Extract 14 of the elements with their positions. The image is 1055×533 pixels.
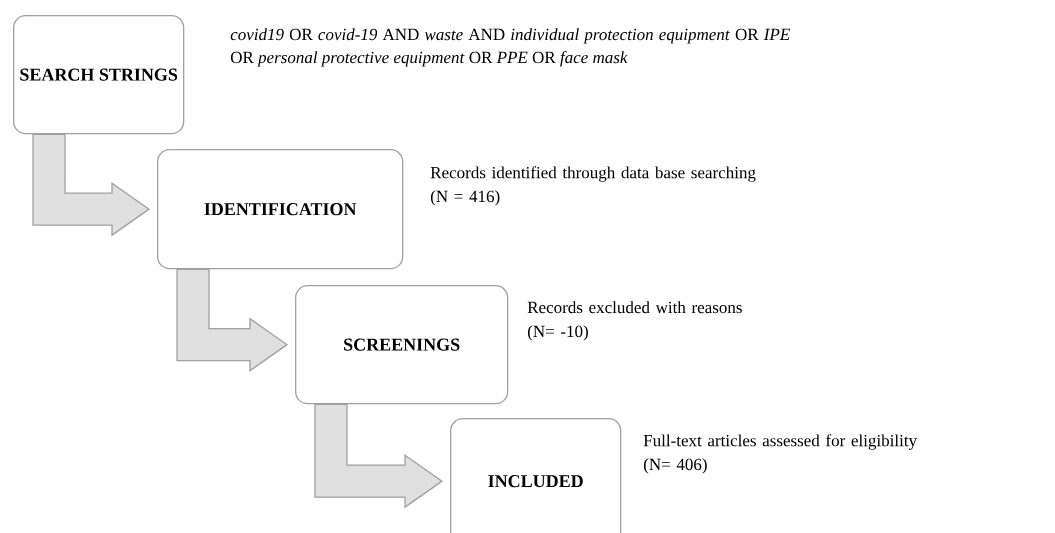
- annotation-text: Records identified through data base searching: [430, 166, 756, 182]
- annotation-text: (N = 416): [430, 190, 500, 206]
- process-box: SCREENINGS: [295, 285, 509, 405]
- annotation-text: Records excluded with reasons: [527, 301, 742, 314]
- process-box: SEARCH STRINGS: [13, 15, 185, 135]
- block-arrow: [32, 133, 151, 237]
- process-box: INCLUDED: [450, 418, 622, 533]
- annotation-text: (N= 406): [643, 458, 707, 474]
- block-arrow: [176, 268, 289, 372]
- annotation-text: (N= -10): [527, 325, 588, 341]
- annotation-text: covid19 OR covid-19 AND waste AND individual protection equipment OR IPE OR personal protective equipment OR PPE OR face mask: [230, 28, 790, 67]
- annotation-text: Full-text articles assessed for eligibility: [643, 434, 917, 450]
- block-arrow: [314, 403, 444, 509]
- process-box: IDENTIFICATION: [157, 149, 404, 270]
